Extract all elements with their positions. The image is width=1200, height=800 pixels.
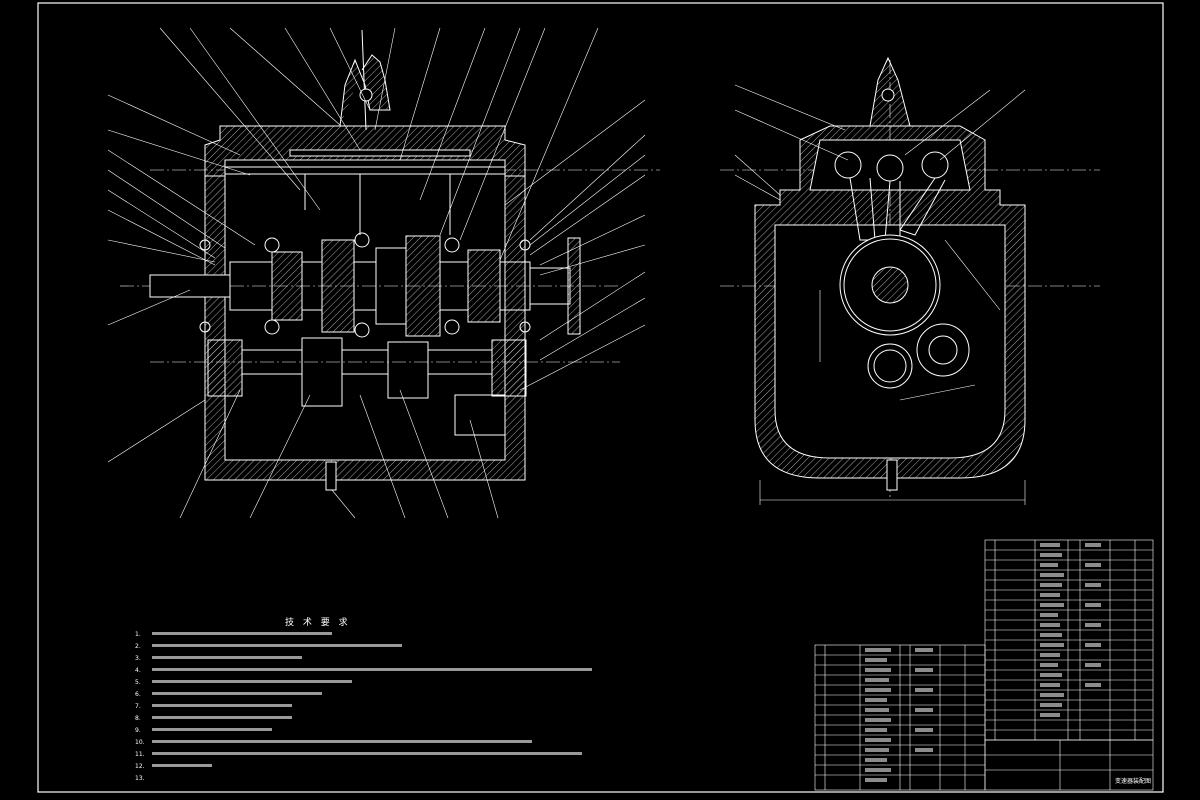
main-shaft-gears — [229, 235, 531, 337]
shift-lever-tower — [339, 54, 391, 127]
req-item: 13. — [135, 775, 145, 782]
housing-wall — [204, 175, 526, 481]
req-item: 4. — [135, 667, 141, 674]
req-item: 6. — [135, 691, 141, 698]
req-item: 11. — [135, 751, 145, 758]
req-item: 12. — [135, 763, 145, 770]
req-item: 8. — [135, 715, 141, 722]
input-shaft — [149, 274, 231, 298]
parts-list-rows — [985, 549, 1153, 731]
parts-list-text-marks — [865, 543, 1101, 782]
req-item: 1. — [135, 631, 141, 638]
gearbox-section-view — [107, 27, 660, 519]
parts-list — [814, 539, 1154, 791]
counter-gear — [867, 343, 913, 389]
req-item: 7. — [135, 703, 141, 710]
drawing-title: 变速器装配图 — [1115, 777, 1151, 785]
req-item: 3. — [135, 655, 141, 662]
req-item: 5. — [135, 679, 141, 686]
counter-shaft — [207, 337, 527, 436]
req-item: 10. — [135, 739, 145, 746]
tech-requirements: 技 术 要 求 1. 2. 3. 4. 5. 6. 7. 8. 9. 10. 1… — [135, 616, 592, 782]
req-item: 2. — [135, 643, 141, 650]
gearbox-end-view — [720, 56, 1100, 505]
tech-requirements-heading: 技 术 要 求 — [285, 616, 351, 628]
drawing-frame — [37, 2, 1164, 793]
req-item: 9. — [135, 727, 141, 734]
leader-lines — [107, 27, 646, 519]
